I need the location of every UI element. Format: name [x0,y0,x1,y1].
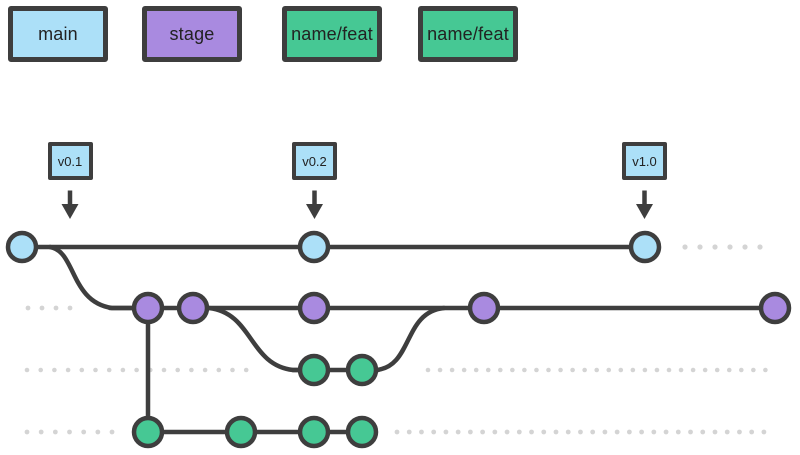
main-dots-right [682,244,763,250]
legend-label-stage: stage [169,23,215,44]
commit-node-stage [176,291,210,325]
commit-node-main [5,230,39,264]
commit-node-main [628,230,662,264]
feat2-dots-right [394,429,767,435]
legend-branch-stage: stage [142,6,242,62]
version-tag-v1.0: v1.0 [622,142,667,180]
commit-node-name/feat-2 [224,415,258,449]
commit-node-name/feat-2 [131,415,165,449]
legend-label-feat2: name/feat [427,23,509,44]
legend-branch-feat2: name/feat [418,6,518,62]
commit-node-stage [131,291,165,325]
commit-node-name/feat-2 [345,415,379,449]
branch-curve-stage-to-feat1 [206,305,304,373]
legend-label-main: main [38,23,78,44]
stage-dots-left [25,305,73,311]
commit-node-stage [758,291,792,325]
legend-branch-main: main [8,6,108,62]
arrow-head-icon [306,204,323,219]
commit-node-name/feat [297,353,331,387]
tag-label: v0.1 [57,153,83,169]
merge-curve-feat1-to-stage [373,305,447,373]
commit-node-name/feat-2 [297,415,331,449]
legend-branch-feat1: name/feat [282,6,382,62]
arrow-head-icon [636,204,653,219]
commit-node-main [297,230,331,264]
feat2-dots-left [24,429,115,435]
commit-node-name/feat [345,353,379,387]
version-tag-v0.2: v0.2 [292,142,337,180]
version-tag-v0.1: v0.1 [47,142,93,180]
feat1-dots-left [24,367,249,373]
commit-node-stage [297,291,331,325]
commit-node-stage [467,291,501,325]
tag-label: v0.2 [302,153,327,169]
feat1-dots-right [425,367,768,373]
arrow-head-icon [61,204,79,219]
legend-label-feat1: name/feat [291,23,373,44]
branch-curve-main-to-stage [47,244,139,311]
tag-label: v1.0 [632,153,657,169]
